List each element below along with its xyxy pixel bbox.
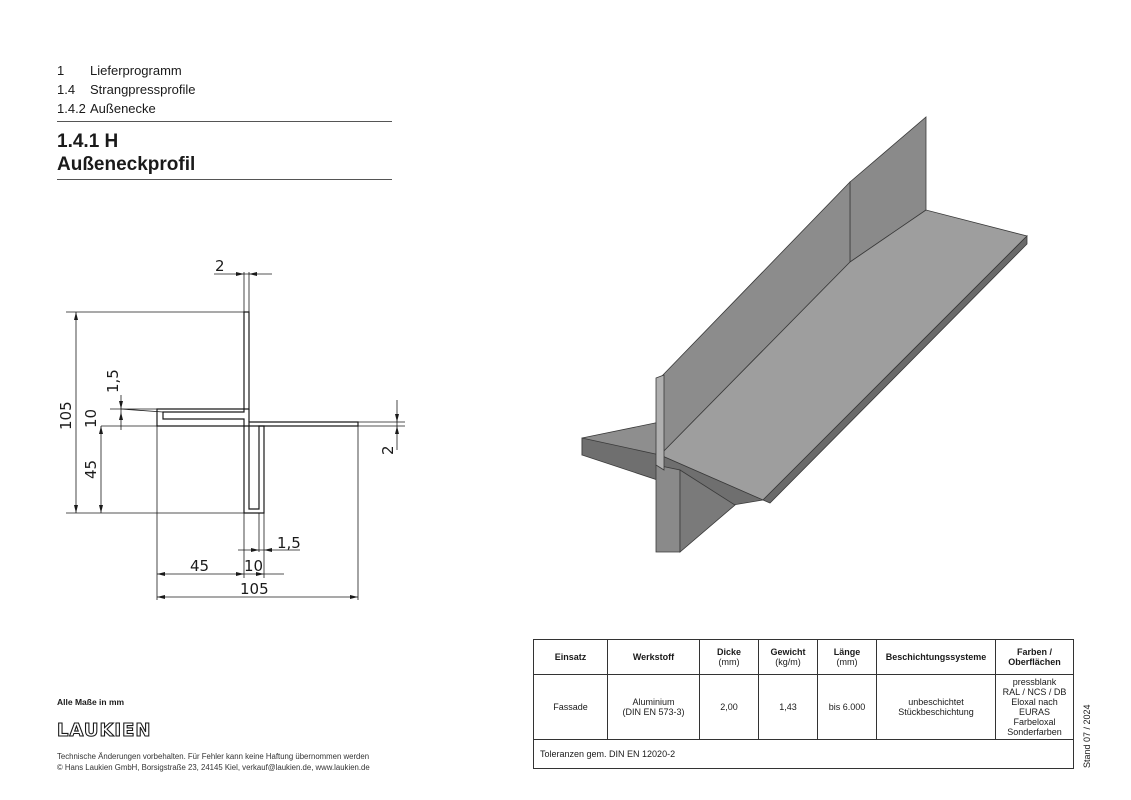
dim-height-total: 105 — [57, 401, 75, 430]
table-row: Fassade Aluminium(DIN EN 573-3) 2,00 1,4… — [533, 674, 1074, 740]
dim-inner-width: 10 — [244, 557, 263, 575]
table-tolerance-row: Toleranzen gem. DIN EN 12020-2 — [533, 739, 1074, 769]
col-werkstoff: Werkstoff — [607, 639, 700, 675]
cell-werkstoff: Aluminium(DIN EN 573-3) — [607, 674, 700, 740]
col-gewicht-unit: (kg/m) — [775, 657, 801, 667]
disclaimer-line: © Hans Laukien GmbH, Borsigstraße 23, 24… — [57, 763, 370, 772]
col-dicke-unit: (mm) — [718, 657, 740, 667]
company-logo: LAUKIEN — [56, 719, 152, 741]
breadcrumb-label: Außenecke — [90, 101, 156, 116]
title-name: Außeneckprofil — [57, 154, 196, 175]
dimension-arrows — [74, 272, 399, 599]
dim-right-thickness: 2 — [379, 445, 397, 455]
col-gewicht-label: Gewicht — [770, 647, 806, 657]
col-dicke: Dicke(mm) — [699, 639, 759, 675]
cell-laenge: bis 6.000 — [817, 674, 877, 740]
col-laenge: Länge(mm) — [817, 639, 877, 675]
tolerance-note: Toleranzen gem. DIN EN 12020-2 — [533, 739, 1074, 769]
col-farben: Farben / Oberflächen — [995, 639, 1074, 675]
cell-farben-line: RAL / NCS / DB — [1002, 687, 1067, 697]
dim-left-width: 45 — [190, 557, 209, 575]
breadcrumb-item: 1 Lieferprogramm — [57, 61, 196, 80]
cell-farben-line: pressblank — [1012, 677, 1057, 687]
page-title: 1.4.1 H Außeneckprofil — [57, 130, 195, 176]
profile-3d-render — [581, 116, 1028, 553]
col-dicke-label: Dicke — [716, 647, 742, 657]
dim-inner-height: 10 — [82, 409, 100, 428]
cell-werkstoff-line: (DIN EN 573-3) — [622, 707, 685, 717]
cell-beschichtung-line: Stückbeschichtung — [898, 707, 974, 717]
stand-date: Stand 07 / 2024 — [1082, 704, 1092, 768]
breadcrumb-item: 1.4.2 Außenecke — [57, 99, 196, 118]
breadcrumb-label: Strangpressprofile — [90, 82, 196, 97]
profile-top-stem — [243, 311, 250, 410]
profile-left-flange — [156, 408, 245, 427]
spec-table: Einsatz Werkstoff Dicke(mm) Gewicht(kg/m… — [533, 639, 1074, 769]
title-divider — [57, 179, 392, 180]
breadcrumb-number: 1 — [57, 63, 65, 78]
col-laenge-label: Länge — [833, 647, 861, 657]
cell-gewicht: 1,43 — [758, 674, 818, 740]
dimension-lines — [66, 272, 405, 600]
cell-farben-line: Eloxal nach EURAS — [1011, 697, 1058, 717]
cell-werkstoff-line: Aluminium — [632, 697, 675, 707]
col-einsatz: Einsatz — [533, 639, 608, 675]
breadcrumb-label: Lieferprogramm — [90, 63, 182, 78]
cell-einsatz: Fassade — [533, 674, 608, 740]
breadcrumb-number: 1.4.2 — [57, 101, 86, 116]
profile-lower-channel — [243, 425, 265, 514]
breadcrumb-item: 1.4 Strangpressprofile — [57, 80, 196, 99]
breadcrumb: 1 Lieferprogramm 1.4 Strangpressprofile … — [57, 61, 196, 118]
cell-farben-line: Sonderfarben — [1007, 727, 1062, 737]
breadcrumb-number: 1.4 — [57, 82, 76, 97]
dim-bottom-thickness: 1,5 — [277, 534, 301, 552]
col-gewicht: Gewicht(kg/m) — [758, 639, 818, 675]
profile-right-flange — [248, 421, 359, 427]
disclaimer-line: Technische Änderungen vorbehalten. Für F… — [57, 752, 370, 761]
measure-note: Alle Maße in mm — [57, 697, 125, 707]
cell-farben-line: Farbeloxal — [1013, 717, 1056, 727]
cell-beschichtung-line: unbeschichtet — [908, 697, 964, 707]
title-code: 1.4.1 H — [57, 131, 119, 152]
table-header-row: Einsatz Werkstoff Dicke(mm) Gewicht(kg/m… — [533, 639, 1074, 675]
col-laenge-unit: (mm) — [836, 657, 858, 667]
cell-dicke: 2,00 — [699, 674, 759, 740]
dim-width-total: 105 — [240, 580, 269, 598]
disclaimer: Technische Änderungen vorbehalten. Für F… — [57, 751, 370, 773]
profile-cross-section — [156, 311, 359, 514]
col-beschichtung: Beschichtungssysteme — [876, 639, 996, 675]
header-divider — [57, 121, 392, 122]
dim-top-thickness: 2 — [215, 257, 225, 275]
cell-farben: pressblank RAL / NCS / DB Eloxal nach EU… — [995, 674, 1074, 740]
dim-lower-height: 45 — [82, 460, 100, 479]
dim-flange-thickness: 1,5 — [104, 369, 122, 393]
